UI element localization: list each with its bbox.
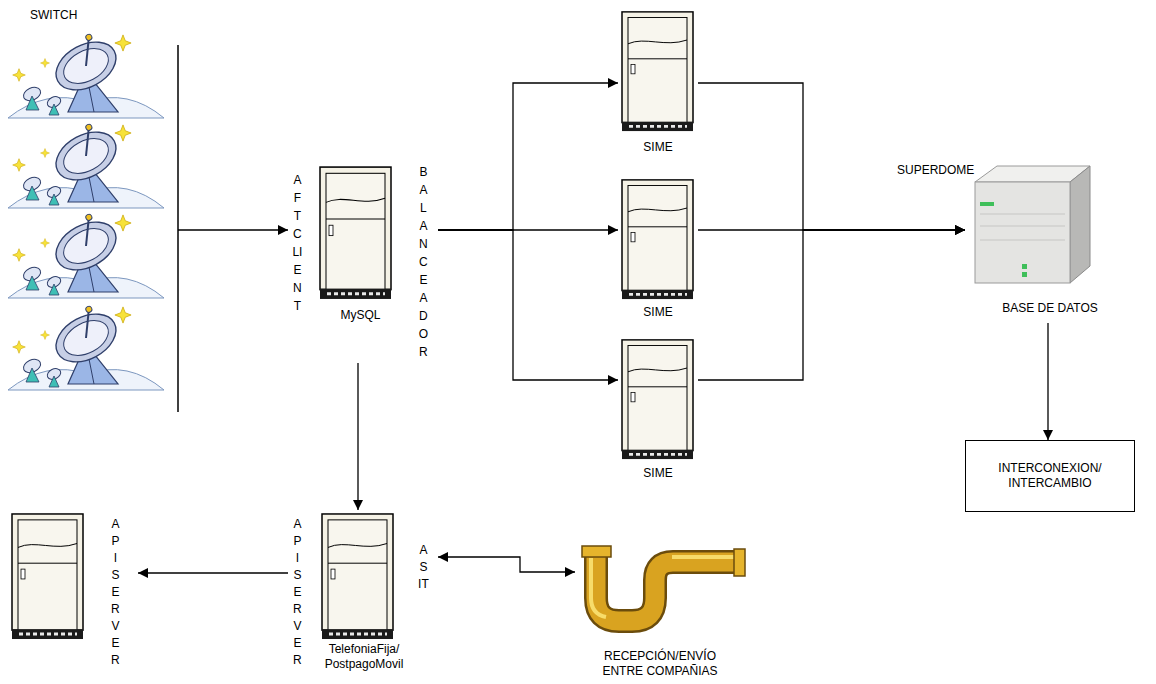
connector-arrow <box>178 229 288 230</box>
server-icon <box>622 12 693 131</box>
connector-arrow <box>438 83 618 230</box>
connector-arrow <box>438 230 618 380</box>
vertical-label: APISERVER <box>292 516 303 669</box>
server-node: SIME <box>618 175 698 325</box>
server-icon <box>322 514 393 639</box>
vertical-label: AFTCLIENT <box>292 171 303 315</box>
vertical-label: ASIT <box>418 542 429 593</box>
server-node: SIME <box>618 8 698 158</box>
node-label: BASE DE DATOS <box>965 301 1135 316</box>
satellite-dish <box>8 27 164 118</box>
server-icon <box>622 340 693 459</box>
server-node: SIME <box>618 336 698 486</box>
node-label: SUPERDOME <box>897 163 974 178</box>
satellite-dishes <box>8 27 164 390</box>
superdome-server <box>975 166 1090 283</box>
pipe-node: RECEPCIÓN/ENVÍO ENTRE COMPAÑIAS <box>575 545 745 680</box>
node-label: MySQL <box>323 308 398 323</box>
node-label: RECEPCIÓN/ENVÍO ENTRE COMPAÑIAS <box>595 649 725 679</box>
connector-arrow <box>357 363 358 510</box>
node-label: SWITCH <box>30 8 77 23</box>
connector-arrow <box>698 230 965 380</box>
server-icon <box>622 180 693 299</box>
vertical-label: APISERVER <box>110 516 121 669</box>
pipe-icon <box>582 546 745 621</box>
satellite-dish <box>8 207 164 298</box>
node-label: SIME <box>618 140 698 155</box>
server-node: AFTCLIENT BALANCEADOR MySQL <box>288 163 438 363</box>
connector-arrow <box>1047 323 1048 440</box>
switch-bus-line <box>177 45 179 412</box>
server-icon <box>320 167 391 299</box>
satellite-dish <box>8 117 164 208</box>
node-label: SIME <box>618 466 698 481</box>
connector-arrow <box>698 83 965 230</box>
process-box: INTERCONEXION/ INTERCAMBIO <box>965 440 1135 512</box>
connector-arrow <box>138 572 288 573</box>
node-label: INTERCONEXION/ INTERCAMBIO <box>978 461 1122 491</box>
node-label: SIME <box>618 305 698 320</box>
server-node: APISERVER <box>8 510 138 680</box>
switch-group: SWITCH <box>8 8 178 412</box>
vertical-label: BALANCEADOR <box>418 163 429 361</box>
database-server: SUPERDOMEBASE DE DATOS <box>965 163 1135 323</box>
connector-arrow <box>438 557 575 572</box>
satellite-dish <box>8 299 164 390</box>
node-label: TelefoniaFija/ PostpagoMovil <box>304 642 424 672</box>
server-node: APISERVER ASIT TelefoniaFija/ PostpagoMovi… <box>288 510 438 680</box>
server-icon <box>12 514 83 639</box>
